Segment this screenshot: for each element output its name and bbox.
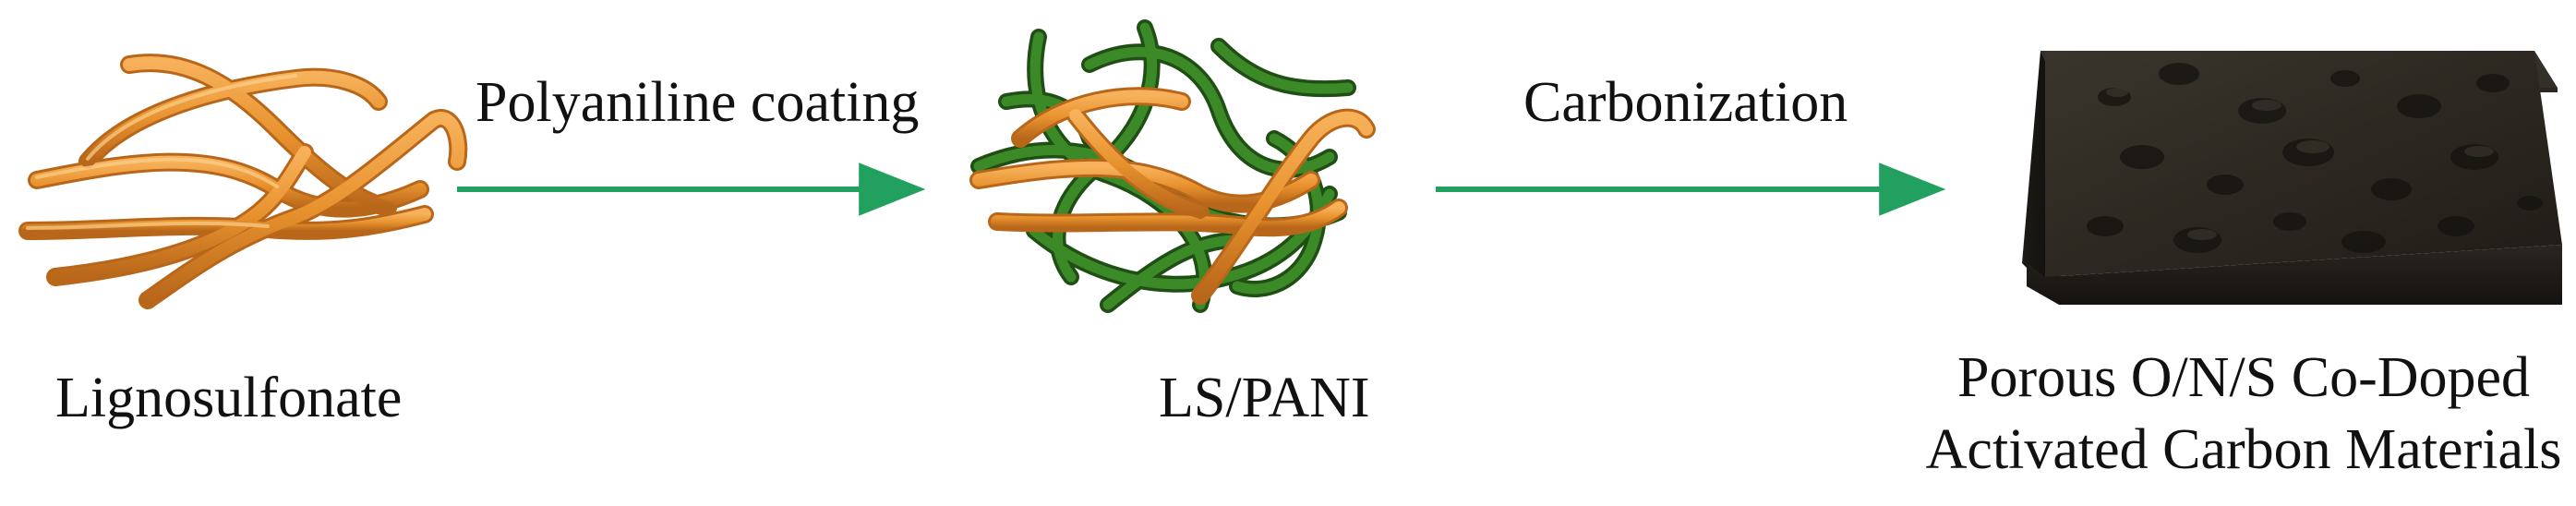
ls-pani-fibers bbox=[969, 19, 1376, 313]
label-ls-pani: LS/PANI bbox=[1159, 367, 1370, 429]
label-product-line2: Activated Carbon Materials bbox=[1925, 418, 2562, 481]
lignosulfonate-fibers bbox=[18, 54, 468, 309]
label-polyaniline-coating: Polyaniline coating bbox=[475, 71, 920, 134]
label-product-line1: Porous O/N/S Co-Doped bbox=[1956, 346, 2531, 409]
label-product: Porous O/N/S Co-Doped Activated Carbon M… bbox=[1920, 342, 2567, 486]
label-carbonization: Carbonization bbox=[1523, 71, 1848, 134]
porous-carbon-block bbox=[2022, 51, 2562, 305]
label-lignosulfonate: Lignosulfonate bbox=[55, 367, 403, 429]
